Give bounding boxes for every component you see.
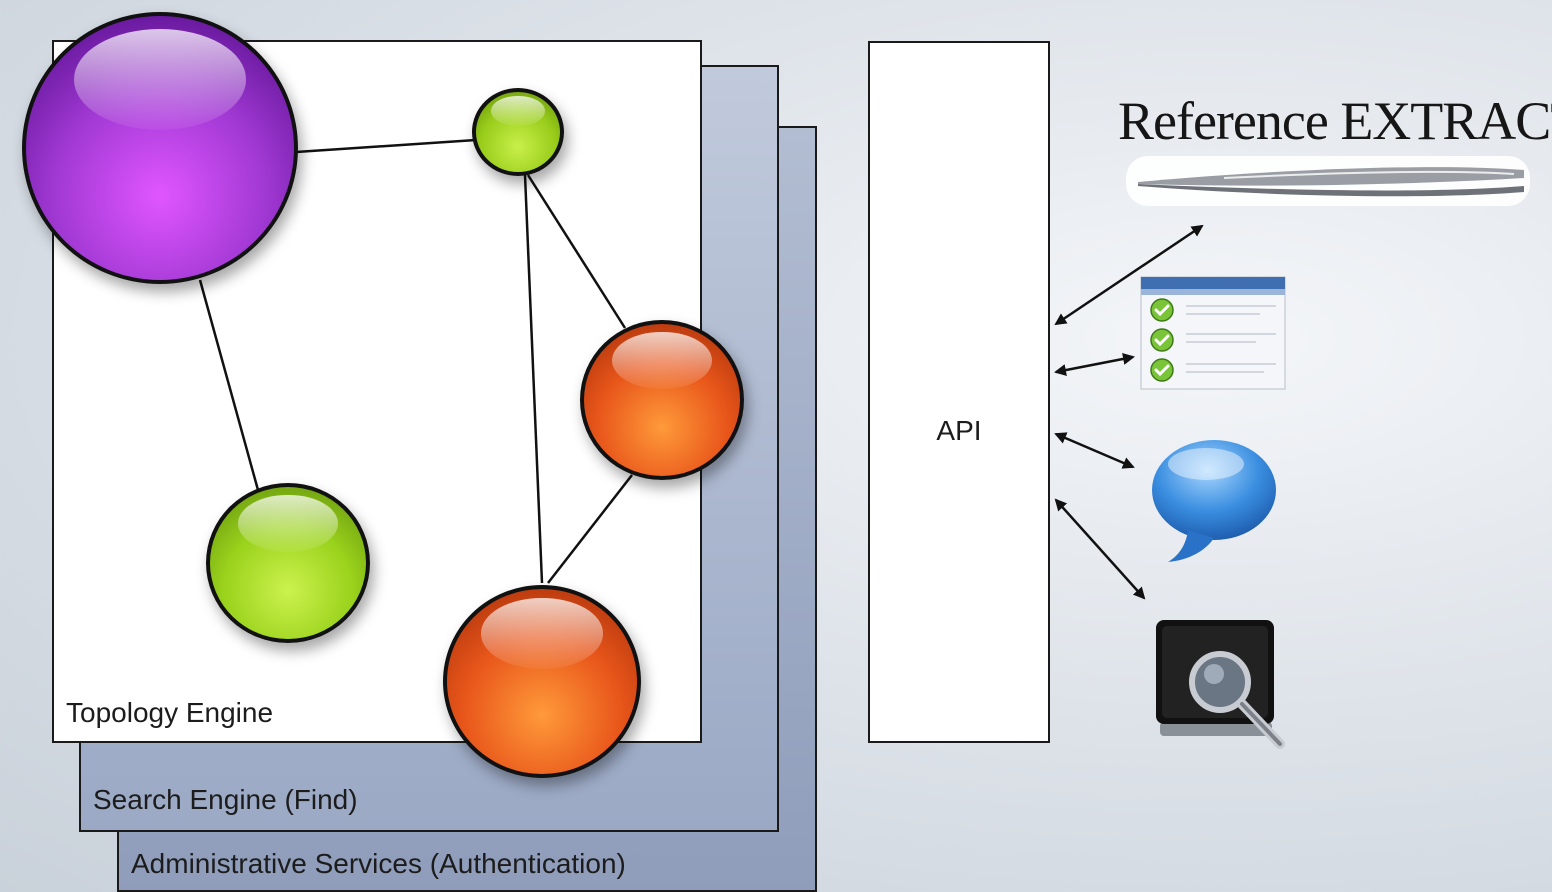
- checklist-window-icon: [1140, 276, 1286, 390]
- edge-orange-top-orange-bottom: [547, 474, 633, 584]
- edge-purple-green-small: [295, 138, 477, 154]
- reference-extract-title: Reference EXTRACT: [1118, 91, 1552, 151]
- orange-node-top: [580, 320, 744, 480]
- arrow-api-chat: [1054, 432, 1135, 469]
- small-green-node: [472, 88, 564, 176]
- api-label: API: [936, 415, 982, 446]
- api-box: API: [868, 41, 1050, 743]
- orange-node-bottom: [443, 585, 641, 778]
- speech-bubble-icon: [1148, 438, 1280, 564]
- arrow-api-reference: [1054, 224, 1204, 326]
- large-green-node: [206, 483, 370, 643]
- edge-green-small-orange-top: [526, 174, 627, 329]
- arrow-api-checklist: [1054, 353, 1135, 376]
- search-terminal-icon: [1154, 618, 1290, 754]
- administrative-services-label: Administrative Services (Authentication): [131, 848, 626, 879]
- edge-green-small-orange-bottom: [523, 174, 544, 584]
- tweezers-icon: [1124, 150, 1532, 210]
- purple-node: [22, 12, 298, 284]
- search-engine-label: Search Engine (Find): [93, 784, 358, 815]
- topology-engine-label: Topology Engine: [66, 697, 274, 728]
- arrow-api-search: [1054, 498, 1146, 600]
- edge-purple-green-large: [198, 279, 260, 491]
